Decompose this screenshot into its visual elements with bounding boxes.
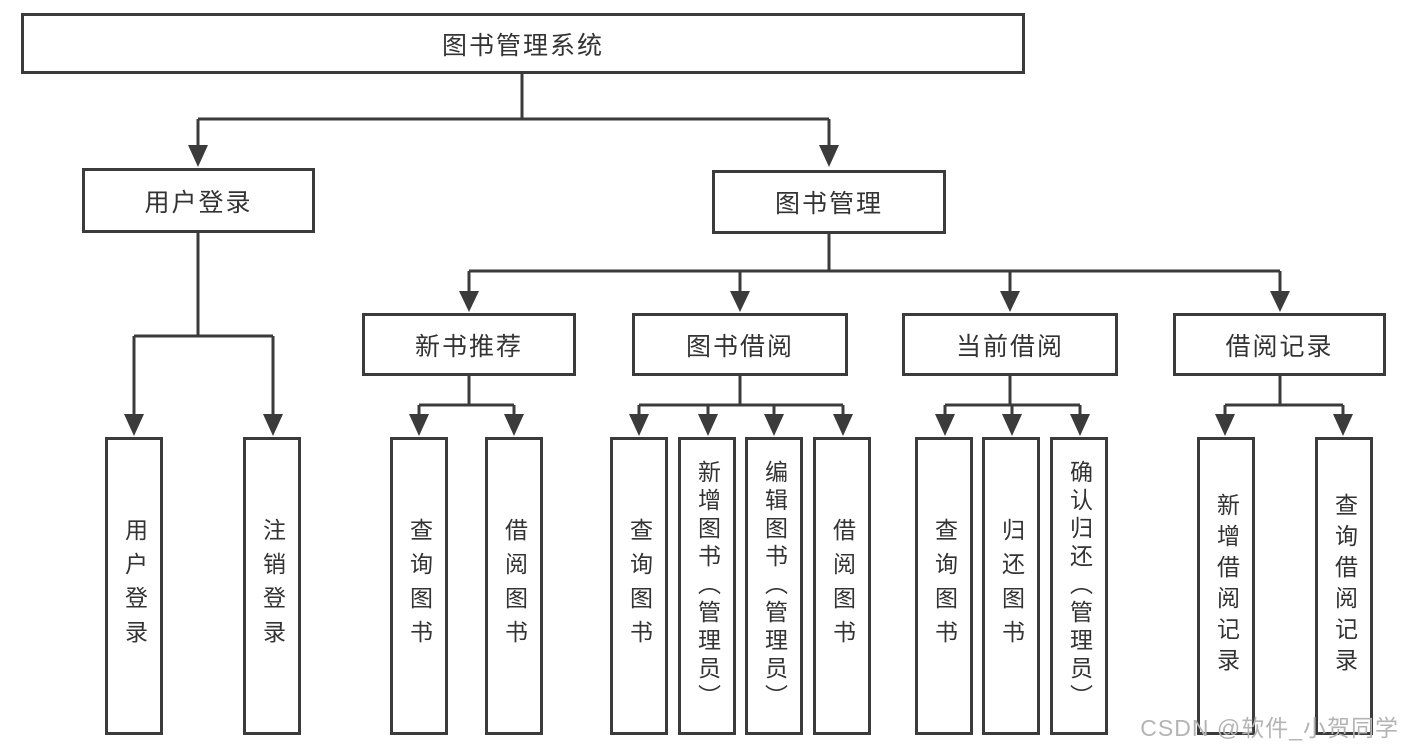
leaf-add-borrow-record: 新增借阅记录 — [1197, 437, 1255, 735]
leaf-label: 查询图书 — [406, 518, 433, 654]
leaf-query-books-recommend: 查询图书 — [390, 437, 448, 735]
leaf-edit-books-admin: 编辑图书（管理员） — [745, 437, 803, 735]
node-book-borrow: 图书借阅 — [632, 313, 848, 376]
node-label: 新书推荐 — [414, 332, 523, 361]
node-label: 当前借阅 — [955, 332, 1064, 361]
leaf-label: 新增图书（管理员） — [694, 460, 721, 712]
node-book-management-branch: 图书管理 — [712, 170, 946, 234]
leaf-query-borrow-record: 查询借阅记录 — [1315, 437, 1373, 735]
watermark: CSDN @软件_小贺同学 — [1140, 715, 1399, 741]
leaf-label: 借阅图书 — [829, 518, 856, 654]
leaf-confirm-return-admin: 确认归还（管理员） — [1050, 437, 1108, 735]
node-label: 图书借阅 — [685, 332, 794, 361]
leaf-query-books-current: 查询图书 — [915, 437, 973, 735]
leaf-add-books-admin: 新增图书（管理员） — [678, 437, 736, 735]
leaf-query-books-borrow: 查询图书 — [610, 437, 668, 735]
node-label: 用户登录 — [144, 188, 253, 217]
leaf-label: 归还图书 — [998, 518, 1025, 654]
leaf-label: 借阅图书 — [501, 518, 528, 654]
leaf-label: 新增借阅记录 — [1213, 493, 1240, 679]
leaf-label: 编辑图书（管理员） — [761, 460, 788, 712]
node-label: 借阅记录 — [1225, 332, 1334, 361]
node-borrow-records: 借阅记录 — [1173, 313, 1386, 376]
leaf-label: 查询借阅记录 — [1331, 493, 1358, 679]
leaf-logout: 注销登录 — [243, 437, 301, 735]
node-root-system: 图书管理系统 — [21, 13, 1025, 74]
node-user-login-branch: 用户登录 — [82, 168, 315, 233]
leaf-borrow-books-recommend: 借阅图书 — [485, 437, 543, 735]
leaf-label: 用户登录 — [121, 518, 148, 654]
node-new-book-recommend: 新书推荐 — [362, 313, 576, 376]
leaf-label: 查询图书 — [626, 518, 653, 654]
leaf-borrow-books: 借阅图书 — [813, 437, 871, 735]
leaf-label: 查询图书 — [931, 518, 958, 654]
node-current-borrow: 当前借阅 — [902, 313, 1118, 376]
leaf-label: 确认归还（管理员） — [1066, 460, 1093, 712]
leaf-user-login: 用户登录 — [105, 437, 163, 735]
leaf-label: 注销登录 — [259, 518, 286, 654]
node-label: 图书管理 — [774, 190, 883, 218]
node-root-label: 图书管理系统 — [441, 31, 604, 60]
leaf-return-books: 归还图书 — [982, 437, 1040, 735]
